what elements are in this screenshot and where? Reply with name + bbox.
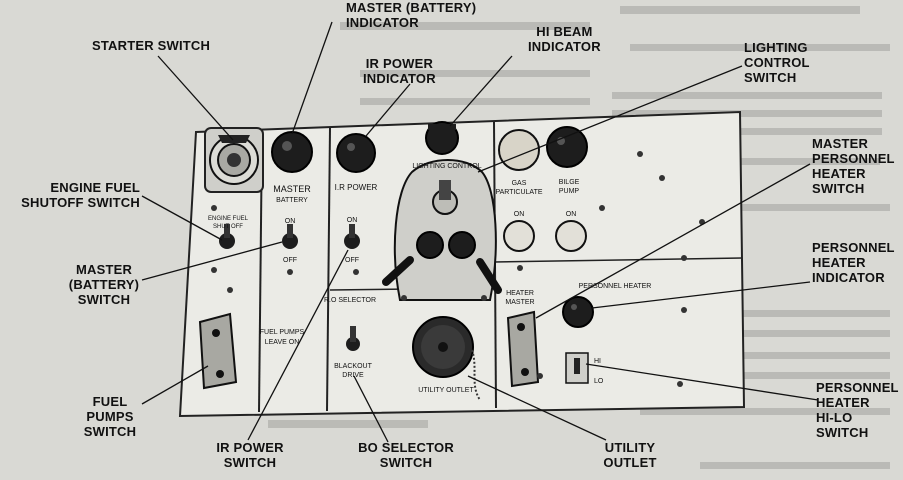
hi-beam-indicator-lamp [425,121,459,155]
bilge-pump-switch[interactable] [555,220,587,252]
bo-selector-switch[interactable] [346,326,360,351]
panel-label-engine-fuel: ENGINE FUEL [208,216,249,222]
utility-outlet[interactable] [412,316,481,401]
callout-line: SWITCH [223,455,277,470]
callout-line: INDICATOR [363,71,436,86]
master-personnel-heater-switch[interactable] [506,310,540,388]
panel-label-battery: BATTERY [276,197,308,204]
callout-line: LIGHTING [744,40,808,55]
panel-label-pump: PUMP [559,188,580,195]
personnel-heater-hilo-switch[interactable] [565,352,589,384]
callout-line: SWITCH [812,181,865,196]
panel-label-fuel-pumps: FUEL PUMPS [260,329,305,336]
panel-label-ir-power: I.R POWER [335,183,378,192]
panel-label-shut-off: SHUT OFF [213,224,243,230]
callout-line: FUEL [92,394,128,409]
callout-engine-fuel-shutoff-switch: ENGINE FUEL SHUTOFF SWITCH [4,180,140,210]
callout-line: SHUTOFF SWITCH [21,195,140,210]
callout-fuel-pumps-switch: FUEL PUMPS SWITCH [78,394,142,439]
callout-bo-selector-switch: BO SELECTOR SWITCH [352,440,460,470]
callout-line: STARTER SWITCH [92,38,211,53]
callout-line: PUMPS [86,409,134,424]
callout-line: SWITCH [816,425,869,440]
panel-label-on-master: ON [285,218,296,225]
callout-line: OUTLET [603,455,657,470]
callout-line: SWITCH [744,70,797,85]
callout-master-battery-switch: MASTER (BATTERY) SWITCH [66,262,142,307]
callout-line: UTILITY [604,440,656,455]
callout-line: (BATTERY) [68,277,140,292]
callout-line: MASTER [812,136,869,151]
panel-label-drive: DRIVE [342,372,364,379]
lighting-control-switch[interactable] [382,159,502,301]
callout-line: PERSONNEL [816,380,899,395]
master-battery-switch[interactable] [282,224,298,249]
panel-label-off-master: OFF [283,257,297,264]
master-battery-indicator-lamp [271,131,313,173]
ir-power-switch[interactable] [344,224,360,249]
callout-master-personnel-heater-switch: MASTER PERSONNEL HEATER SWITCH [812,136,895,196]
callout-line: HI BEAM [536,24,593,39]
callout-line: HEATER [812,255,866,270]
panel-label-utility-outlet: UTILITY OUTLET [418,387,474,394]
callout-line: PERSONNEL [812,151,895,166]
callout-line: IR POWER [216,440,284,455]
callout-line: CONTROL [744,55,810,70]
callout-line: INDICATOR [528,39,601,54]
panel-label-hi: HI [594,358,601,365]
gas-particulate-switch[interactable] [503,220,535,252]
panel-label-lighting-control: LIGHTING CONTROL [412,163,481,170]
callout-line: HI-LO [816,410,853,425]
panel-label-lo: LO [594,378,604,385]
callout-starter-switch: STARTER SWITCH [92,38,210,53]
bilge-pump-indicator-lamp [546,126,588,168]
callout-line: HEATER [812,166,866,181]
callout-line: SWITCH [77,292,131,307]
panel-label-ro-selector: R.O SELECTOR [324,297,376,304]
callout-line: PERSONNEL [812,240,895,255]
personnel-heater-indicator-lamp [562,296,594,328]
callout-line: IR POWER [365,56,434,71]
callout-ir-power-indicator: IR POWER INDICATOR [363,56,436,86]
panel-label-off-ir: OFF [345,257,359,264]
panel-label-on-ir: ON [347,217,358,224]
callout-lighting-control-switch: LIGHTING CONTROL SWITCH [744,40,810,85]
callout-master-battery-indicator: MASTER (BATTERY) INDICATOR [346,0,476,30]
panel-label-on-bilge: ON [566,211,577,218]
engine-fuel-shutoff-switch[interactable] [219,224,235,249]
callout-ir-power-switch: IR POWER SWITCH [210,440,290,470]
panel-label-heater-master: MASTER [505,299,534,306]
callout-line: SWITCH [83,424,137,439]
panel-label-heater: HEATER [506,290,534,297]
starter-switch[interactable] [204,127,264,193]
background-page-texture [268,6,890,469]
callout-utility-outlet: UTILITY OUTLET [590,440,670,470]
callout-line: HEATER [816,395,870,410]
panel-label-personnel-heater: PERSONNEL HEATER [579,283,652,290]
callout-line: SWITCH [379,455,433,470]
panel-label-on-gas: ON [514,211,525,218]
callout-personnel-heater-indicator: PERSONNEL HEATER INDICATOR [812,240,895,285]
panel-label-gas: GAS [512,180,527,187]
callout-line: INDICATOR [346,15,419,30]
callout-line: MASTER [75,262,133,277]
callout-line: ENGINE FUEL [50,180,140,195]
callout-line: INDICATOR [812,270,885,285]
callout-personnel-heater-hilo-switch: PERSONNEL HEATER HI-LO SWITCH [816,380,899,440]
callout-line: BO SELECTOR [358,440,454,455]
panel-label-blackout: BLACKOUT [334,363,372,370]
callout-line: MASTER (BATTERY) [346,0,477,15]
panel-label-leave-on: LEAVE ON [265,339,300,346]
fuel-pumps-switch[interactable] [198,312,238,390]
ir-power-indicator-lamp [336,133,376,173]
callout-hi-beam-indicator: HI BEAM INDICATOR [528,24,601,54]
panel-label-particulate: PARTICULATE [495,189,542,196]
panel-label-bilge: BILGE [559,179,580,186]
panel-label-master: MASTER [273,184,311,194]
panel-screws [211,151,705,387]
leader-lines [141,21,819,443]
